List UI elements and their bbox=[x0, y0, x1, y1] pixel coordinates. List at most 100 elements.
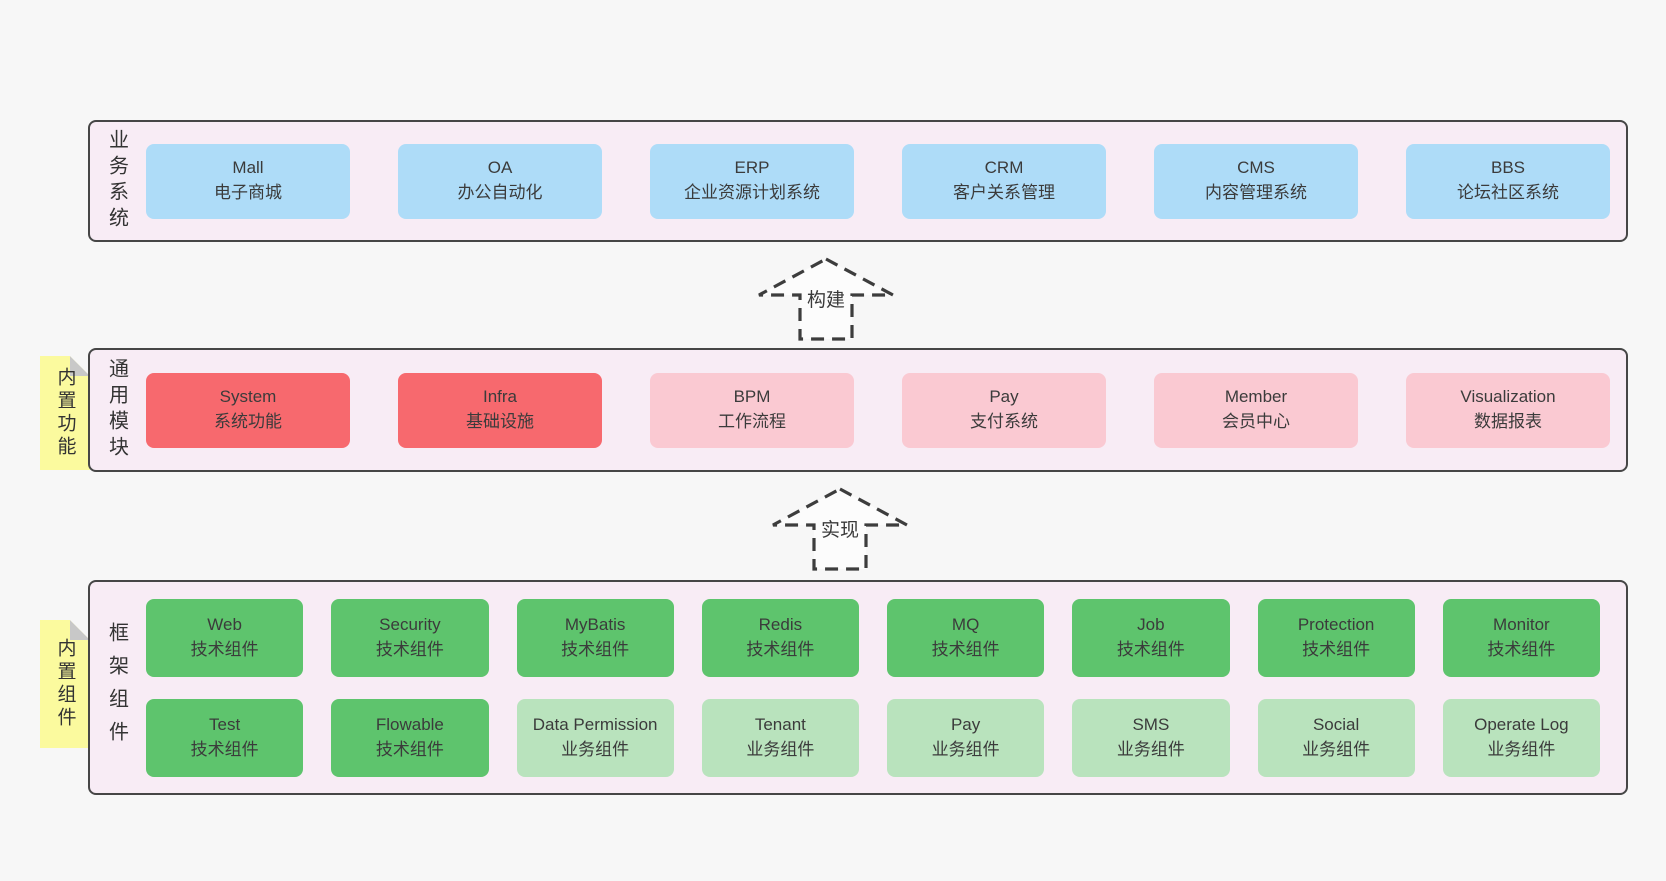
box-name: CMS bbox=[1237, 158, 1275, 178]
box-name: Operate Log bbox=[1474, 714, 1569, 734]
box-desc: 支付系统 bbox=[970, 412, 1038, 431]
module-box-member: Member 会员中心 bbox=[1154, 372, 1358, 448]
component-box-protection: Protection 技术组件 bbox=[1257, 598, 1415, 677]
box-desc: 技术组件 bbox=[375, 739, 444, 759]
arrow-implement: 实现 bbox=[770, 486, 910, 572]
box-name: Mall bbox=[232, 158, 264, 178]
arrow-label: 构建 bbox=[803, 284, 849, 313]
box-name: BBS bbox=[1490, 158, 1526, 178]
section-common-modules: 通用模块 System 系统功能 Infra 基础设施 BPM 工作流程 Pay… bbox=[88, 348, 1628, 472]
box-desc: 技术组件 bbox=[1302, 639, 1371, 659]
system-box-erp: ERP 企业资源计划系统 bbox=[650, 143, 854, 219]
box-desc: 内容管理系统 bbox=[1205, 183, 1307, 202]
box-name: Monitor bbox=[1493, 614, 1550, 634]
sticky-note-label: 内置功能 bbox=[54, 367, 76, 459]
box-desc: 论坛社区系统 bbox=[1457, 183, 1559, 202]
box-name: Tenant bbox=[754, 714, 806, 734]
component-box-operate-log: Operate Log 业务组件 bbox=[1442, 698, 1600, 777]
box-name: Flowable bbox=[375, 714, 444, 734]
arrow-build: 构建 bbox=[756, 256, 896, 342]
component-box-flowable: Flowable 技术组件 bbox=[331, 698, 489, 777]
component-box-mq: MQ 技术组件 bbox=[887, 598, 1045, 677]
sticky-note-builtin-functions: 内置功能 bbox=[40, 356, 90, 470]
module-box-system: System 系统功能 bbox=[146, 372, 350, 448]
common-modules-row: System 系统功能 Infra 基础设施 BPM 工作流程 Pay 支付系统… bbox=[144, 350, 1626, 470]
box-desc: 技术组件 bbox=[1116, 639, 1185, 659]
section-side-label: 通用模块 bbox=[105, 358, 128, 462]
box-name: Redis bbox=[758, 614, 803, 634]
system-box-oa: OA 办公自动化 bbox=[398, 143, 602, 219]
box-name: Visualization bbox=[1460, 387, 1556, 407]
box-name: Job bbox=[1137, 614, 1165, 634]
box-name: Web bbox=[207, 614, 242, 634]
box-desc: 业务组件 bbox=[1302, 739, 1371, 759]
component-box-security: Security 技术组件 bbox=[331, 598, 489, 677]
module-box-pay: Pay 支付系统 bbox=[902, 372, 1106, 448]
sticky-note-label: 内置组件 bbox=[54, 638, 76, 730]
box-desc: 基础设施 bbox=[466, 412, 534, 431]
box-desc: 技术组件 bbox=[190, 739, 259, 759]
section-side-label: 业务系统 bbox=[105, 129, 128, 233]
folded-corner-cut bbox=[70, 356, 90, 376]
box-name: Test bbox=[209, 714, 241, 734]
box-desc: 办公自动化 bbox=[457, 183, 543, 202]
folded-corner-cut bbox=[70, 620, 90, 640]
component-box-mybatis: MyBatis 技术组件 bbox=[516, 598, 674, 677]
box-desc: 数据报表 bbox=[1474, 412, 1542, 431]
component-box-test: Test 技术组件 bbox=[146, 698, 304, 777]
box-name: Protection bbox=[1297, 614, 1375, 634]
section-framework-components: 框架组件 Web 技术组件 Security 技术组件 MyBatis 技术组件… bbox=[88, 580, 1628, 795]
box-desc: 技术组件 bbox=[375, 639, 444, 659]
component-box-tenant: Tenant 业务组件 bbox=[701, 698, 859, 777]
box-desc: 企业资源计划系统 bbox=[684, 183, 820, 202]
box-desc: 业务组件 bbox=[931, 739, 1000, 759]
box-desc: 系统功能 bbox=[214, 412, 282, 431]
component-box-pay: Pay 业务组件 bbox=[887, 698, 1045, 777]
module-box-visualization: Visualization 数据报表 bbox=[1406, 372, 1610, 448]
component-box-redis: Redis 技术组件 bbox=[701, 598, 859, 677]
system-box-bbs: BBS 论坛社区系统 bbox=[1406, 143, 1610, 219]
box-name: SMS bbox=[1132, 714, 1170, 734]
box-name: ERP bbox=[734, 158, 770, 178]
system-box-cms: CMS 内容管理系统 bbox=[1154, 143, 1358, 219]
module-box-bpm: BPM 工作流程 bbox=[650, 372, 854, 448]
box-name: Pay bbox=[950, 714, 981, 734]
box-desc: 技术组件 bbox=[746, 639, 815, 659]
box-name: MyBatis bbox=[564, 614, 626, 634]
system-box-crm: CRM 客户关系管理 bbox=[902, 143, 1106, 219]
box-name: System bbox=[219, 387, 277, 407]
component-box-sms: SMS 业务组件 bbox=[1072, 698, 1230, 777]
box-desc: 技术组件 bbox=[931, 639, 1000, 659]
box-desc: 业务组件 bbox=[1116, 739, 1185, 759]
box-name: Data Permission bbox=[532, 714, 658, 734]
module-box-infra: Infra 基础设施 bbox=[398, 372, 602, 448]
arrow-label: 实现 bbox=[817, 514, 863, 543]
box-name: OA bbox=[487, 158, 513, 178]
box-name: MQ bbox=[951, 614, 980, 634]
component-box-monitor: Monitor 技术组件 bbox=[1442, 598, 1600, 677]
component-box-data-permission: Data Permission 业务组件 bbox=[516, 698, 674, 777]
sticky-note-builtin-components: 内置组件 bbox=[40, 620, 90, 748]
box-desc: 技术组件 bbox=[190, 639, 259, 659]
section-side-label: 框架组件 bbox=[105, 621, 128, 754]
box-desc: 技术组件 bbox=[561, 639, 630, 659]
section-business-systems: 业务系统 Mall 电子商城 OA 办公自动化 ERP 企业资源计划系统 CRM… bbox=[88, 120, 1628, 242]
box-name: Security bbox=[379, 614, 441, 634]
component-box-web: Web 技术组件 bbox=[146, 598, 304, 677]
box-desc: 电子商城 bbox=[214, 183, 282, 202]
business-systems-row: Mall 电子商城 OA 办公自动化 ERP 企业资源计划系统 CRM 客户关系… bbox=[144, 122, 1626, 240]
box-desc: 业务组件 bbox=[1487, 739, 1556, 759]
box-name: Member bbox=[1224, 387, 1288, 407]
box-name: Pay bbox=[989, 387, 1019, 407]
box-name: Social bbox=[1312, 714, 1360, 734]
box-desc: 会员中心 bbox=[1222, 412, 1290, 431]
component-box-job: Job 技术组件 bbox=[1072, 598, 1230, 677]
box-desc: 业务组件 bbox=[746, 739, 815, 759]
box-desc: 技术组件 bbox=[1487, 639, 1556, 659]
box-name: Infra bbox=[482, 387, 518, 407]
box-desc: 工作流程 bbox=[718, 412, 786, 431]
box-name: CRM bbox=[984, 158, 1024, 178]
framework-components-grid: Web 技术组件 Security 技术组件 MyBatis 技术组件 Redi… bbox=[144, 582, 1626, 793]
box-desc: 客户关系管理 bbox=[953, 183, 1055, 202]
box-name: BPM bbox=[733, 387, 771, 407]
